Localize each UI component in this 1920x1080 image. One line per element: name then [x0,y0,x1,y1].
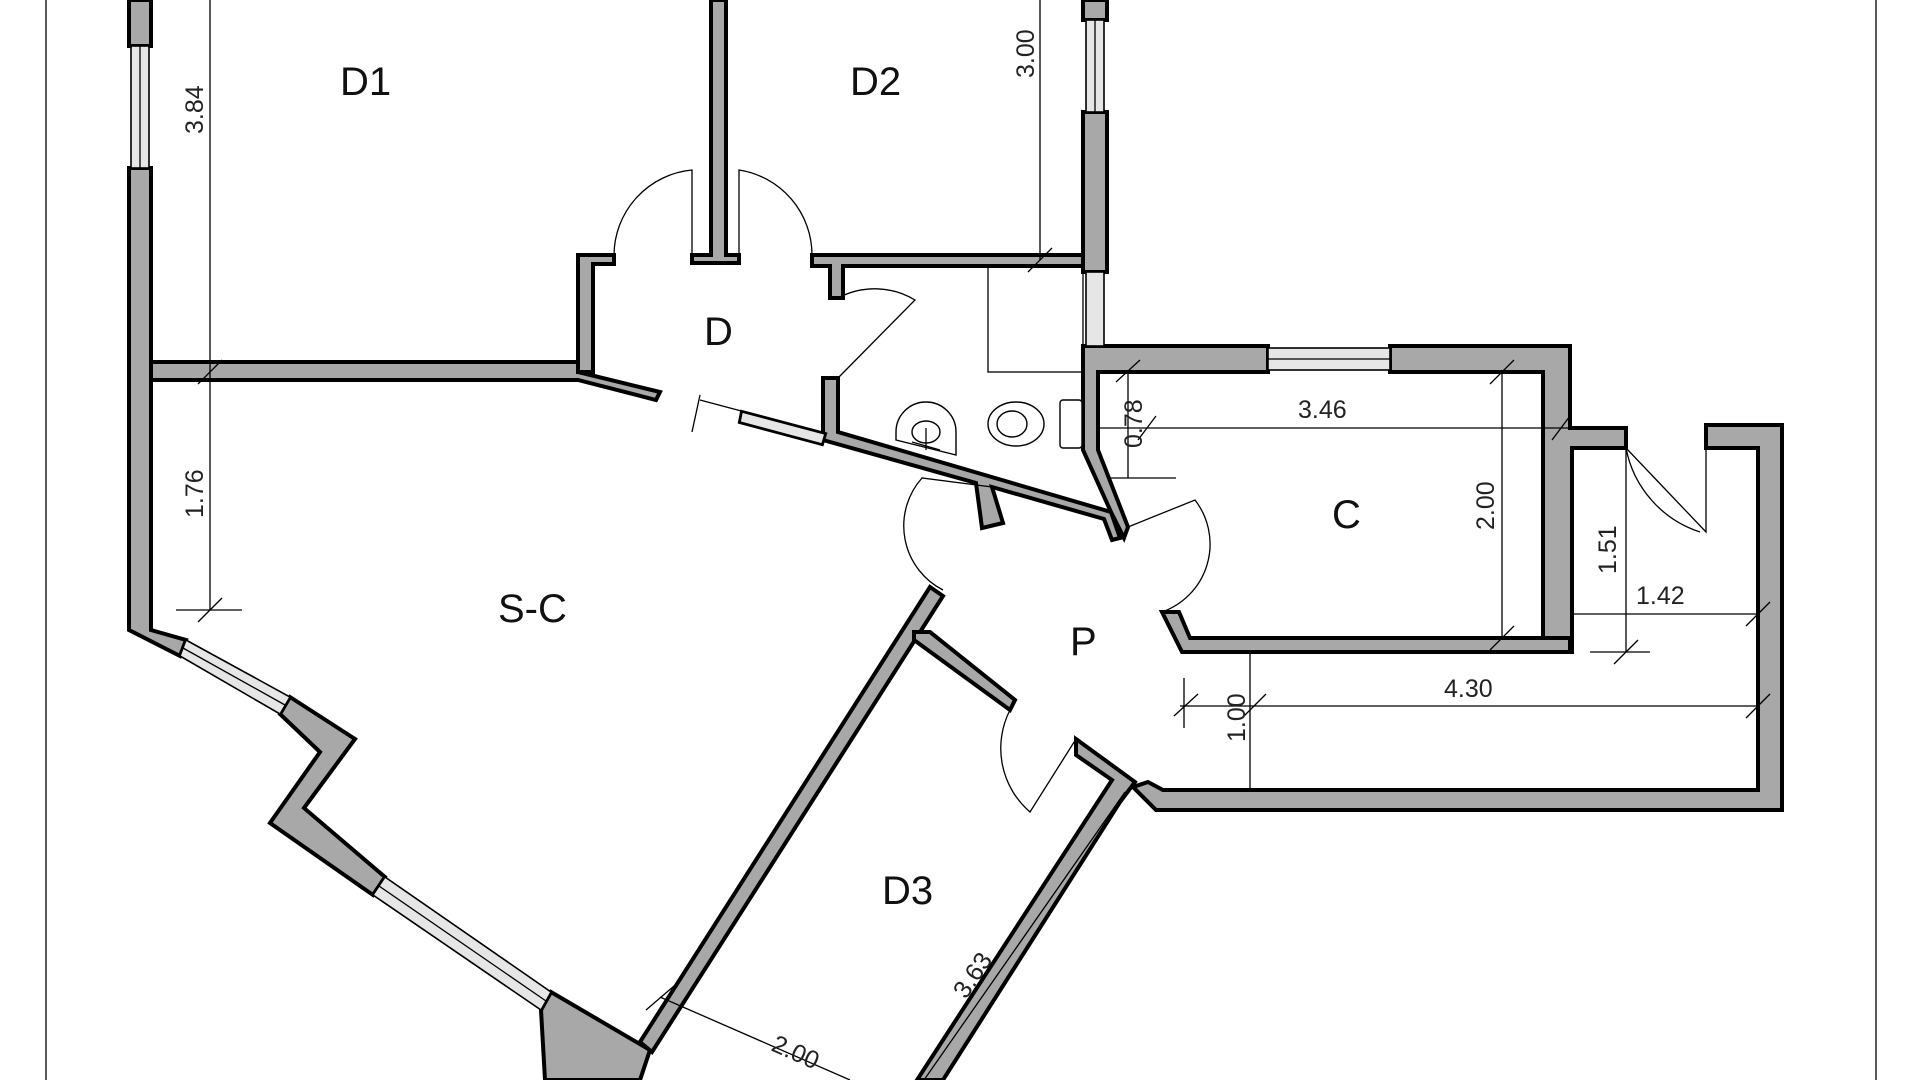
wall-d1-d2 [690,0,741,265]
wall-southwest-jog [267,694,388,898]
fixtures [895,265,1084,456]
bath-closet [987,265,1084,373]
wall-c-south [1158,610,1572,654]
dim-c-notch: 0.78 [1120,399,1148,448]
dim-balcony-width: 1.42 [1636,582,1685,610]
wall-west-upper [127,0,153,48]
dim-c-height: 2.00 [1472,481,1500,530]
dim-c-width: 3.46 [1298,396,1347,424]
room-label-d1: D1 [340,60,391,104]
door-c-swing [1127,499,1211,613]
dimension-labels: 3.84 3.00 1.76 3.46 2.00 0.78 1.51 1.42 … [181,29,1685,1075]
room-label-sc: S-C [498,587,567,631]
wall-d2-east [1081,110,1109,274]
wall-d-left [576,253,616,374]
wall-sc-d3-diag [637,584,946,1055]
wall-southwest-lower [538,989,653,1080]
door-d1-swing [613,169,693,256]
windows [130,19,1391,1012]
dim-sc-height: 1.76 [181,469,209,518]
room-label-p: P [1070,620,1097,664]
room-label-d: D [704,310,733,354]
wall-bath-west [821,376,1123,543]
wall-d3-east [914,735,1138,1080]
wall-west-mid [127,166,189,659]
room-label-c: C [1332,493,1361,537]
wall-c-north [1081,344,1270,544]
sliding-door-d [739,411,827,445]
room-label-d2: D2 [850,60,901,104]
wall-balcony [1129,423,1784,812]
dim-d1-height: 3.84 [181,85,209,134]
dimension-lines [176,0,1771,1080]
door-balcony-swing [1625,447,1707,534]
dim-corridor-width: 4.30 [1444,675,1493,703]
walls [127,0,1784,1080]
dim-corridor-height: 1.00 [1223,693,1251,742]
wall-d2-east-upper [1081,0,1109,22]
dim-d3-width: 2.00 [768,1030,824,1075]
room-labels: D1 D2 D S-C C P D3 [340,60,1361,913]
window-bath-east [1085,271,1105,347]
door-swings [613,169,1707,813]
door-kitchen-swing [903,477,993,591]
wall-c-north-right [1388,344,1628,654]
room-label-d3: D3 [882,869,933,913]
page-frame [45,0,1877,1080]
door-bath-swing [837,288,917,379]
door-d2-swing [738,169,813,256]
toilet [987,399,1083,449]
dim-balcony-height: 1.51 [1594,525,1622,574]
dim-d2-height: 3.00 [1012,29,1040,78]
door-d3-swing [1000,709,1077,813]
wall-d3-north [912,630,1018,714]
sink [895,401,957,456]
